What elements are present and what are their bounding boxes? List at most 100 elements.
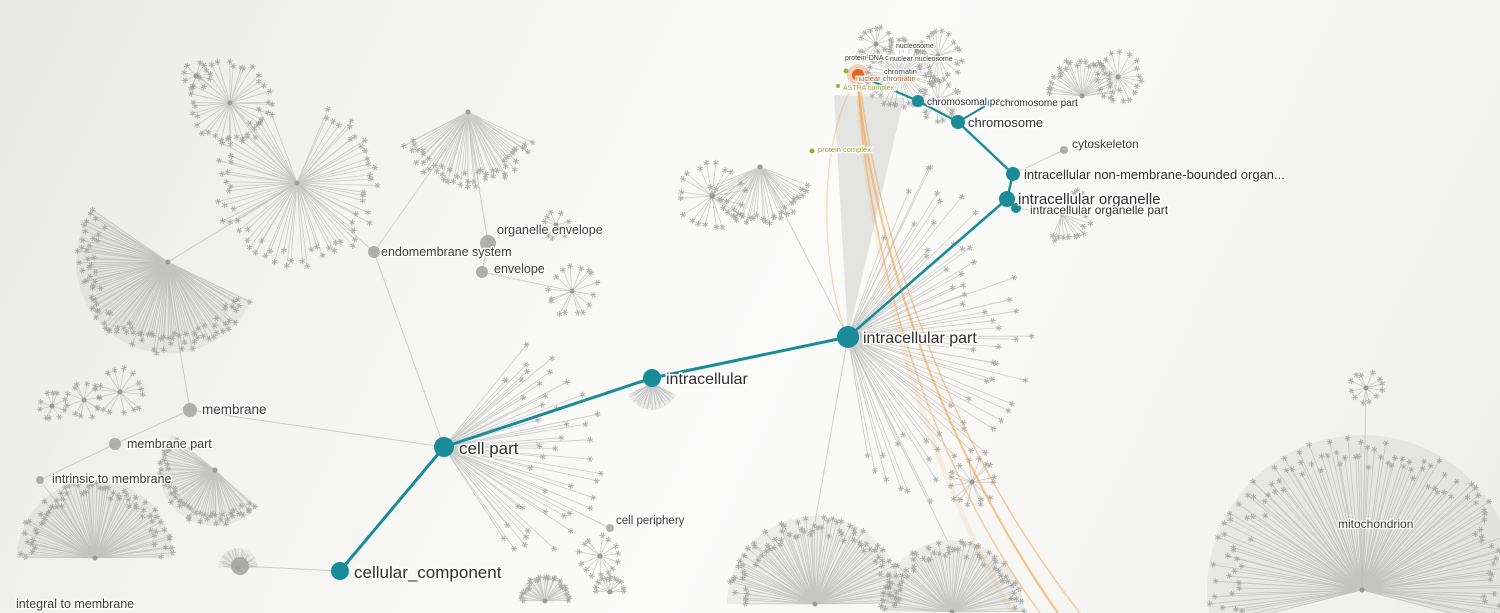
node-cluster: [878, 538, 1027, 613]
graph-edge: [1012, 149, 1065, 175]
graph-edge: [373, 117, 469, 253]
highlight-edge: [338, 445, 446, 573]
node-cluster: [63, 380, 103, 420]
orange-path-edge: [855, 84, 1015, 613]
term-node[interactable]: [476, 266, 488, 278]
term-node[interactable]: [183, 403, 197, 417]
term-label[interactable]: chromatin: [883, 66, 918, 78]
term-label[interactable]: envelope: [493, 261, 546, 278]
node-label[interactable]: intracellular: [665, 370, 750, 390]
node-cluster: [707, 164, 811, 227]
term-label[interactable]: mitochondrion: [1337, 516, 1415, 533]
node-label[interactable]: chromosome part: [999, 97, 1080, 111]
graph-node-intracellular_nmb_organelle[interactable]: [1006, 167, 1020, 181]
graph-edge: [167, 182, 298, 263]
orange-path-edge: [857, 81, 1041, 613]
graph-edge: [39, 443, 116, 481]
graph-node-cellular_component[interactable]: [331, 562, 349, 580]
graph-node-cell_part[interactable]: [434, 437, 454, 457]
highlight-edge: [650, 335, 850, 380]
highlight-edge: [956, 120, 1015, 176]
term-label[interactable]: integral to membrane: [15, 596, 136, 613]
node-cluster: [156, 434, 258, 527]
graph-edge: [761, 169, 849, 338]
node-label[interactable]: cellular_component: [353, 562, 504, 584]
graph-node-intracellular_part[interactable]: [837, 326, 859, 348]
graph-edge: [114, 409, 191, 445]
term-node[interactable]: [36, 476, 44, 484]
graph-edge: [373, 251, 445, 448]
node-cluster: [181, 59, 214, 92]
term-label[interactable]: ASTRA complex: [842, 84, 896, 94]
node-cluster: [545, 262, 601, 318]
node-label[interactable]: intracellular organelle part: [1029, 202, 1171, 219]
node-cluster: [575, 532, 622, 579]
graph-edge: [1015, 207, 1063, 215]
node-cluster: [1206, 435, 1500, 613]
term-label[interactable]: nuclear chromatin: [855, 73, 917, 85]
node-cluster: [592, 573, 627, 595]
term-label[interactable]: membrane part: [126, 436, 214, 453]
orange-path-edge: [856, 81, 1059, 613]
graph-edge: [847, 336, 949, 543]
node-cluster: [74, 206, 253, 357]
graph-edge: [443, 446, 611, 529]
graph-edge: [39, 479, 91, 549]
term-label[interactable]: intrinsic to membrane: [51, 471, 173, 488]
accent-term-dot[interactable]: [836, 84, 840, 88]
graph-edge: [229, 102, 298, 184]
term-label[interactable]: nuclear nucleosome: [889, 55, 954, 65]
term-label[interactable]: protein-DNA complex: [844, 54, 913, 64]
node-cluster: [92, 364, 146, 416]
term-node[interactable]: [368, 246, 380, 258]
term-node[interactable]: [480, 235, 496, 251]
node-label[interactable]: intracellular non-membrane-bounded organ…: [1023, 166, 1287, 184]
graph-edge: [167, 279, 191, 411]
term-label[interactable]: endomembrane system: [380, 244, 513, 261]
term-node[interactable]: [231, 557, 249, 575]
node-label[interactable]: cell part: [458, 438, 521, 460]
graph-node-intracellular[interactable]: [643, 369, 661, 387]
term-label[interactable]: cell periphery: [615, 514, 686, 529]
accent-term-dot[interactable]: [809, 148, 815, 154]
density-wedge: [834, 95, 904, 337]
highlight-edge: [846, 197, 1009, 339]
node-cluster: [1046, 58, 1123, 99]
accent-term-dot[interactable]: [843, 68, 849, 74]
node-label[interactable]: chromosome: [967, 114, 1045, 132]
node-cluster: [857, 24, 894, 65]
term-node[interactable]: [109, 438, 121, 450]
term-label[interactable]: nucleosome: [895, 42, 935, 52]
term-node[interactable]: [606, 524, 614, 532]
graph-edge: [239, 565, 341, 572]
graph-node-intracellular_organelle_part[interactable]: [1011, 203, 1021, 213]
highlight-edge: [856, 73, 920, 103]
term-label[interactable]: protein complex: [817, 144, 873, 156]
highlight-edge: [916, 99, 960, 124]
graph-edge: [189, 409, 445, 448]
node-cluster: [727, 514, 904, 607]
node-cluster: [517, 574, 573, 604]
graph-node-chromosome_part[interactable]: [988, 98, 996, 106]
graph-node-selected_term[interactable]: [852, 69, 864, 81]
node-label[interactable]: intracellular part: [862, 329, 979, 349]
node-label[interactable]: intracellular organelle: [1017, 190, 1163, 210]
term-label[interactable]: organelle envelope: [496, 222, 604, 239]
term-node[interactable]: [1060, 146, 1068, 154]
graph-node-chromosomal_part[interactable]: [912, 95, 924, 107]
graph-edge: [814, 336, 849, 523]
node-cluster: [400, 109, 536, 190]
node-cluster: [541, 209, 573, 242]
node-cluster: [188, 58, 276, 148]
node-cluster: [947, 455, 998, 508]
term-label[interactable]: cytoskeleton: [1071, 136, 1140, 153]
node-label[interactable]: chromosomal part: [926, 96, 1009, 110]
graph-node-intracellular_organelle[interactable]: [999, 191, 1015, 207]
graph-edge: [467, 117, 489, 244]
term-label[interactable]: membrane: [201, 401, 268, 419]
node-cluster: [17, 478, 176, 561]
graph-edge: [296, 182, 375, 253]
graph-node-chromosome[interactable]: [951, 115, 965, 129]
